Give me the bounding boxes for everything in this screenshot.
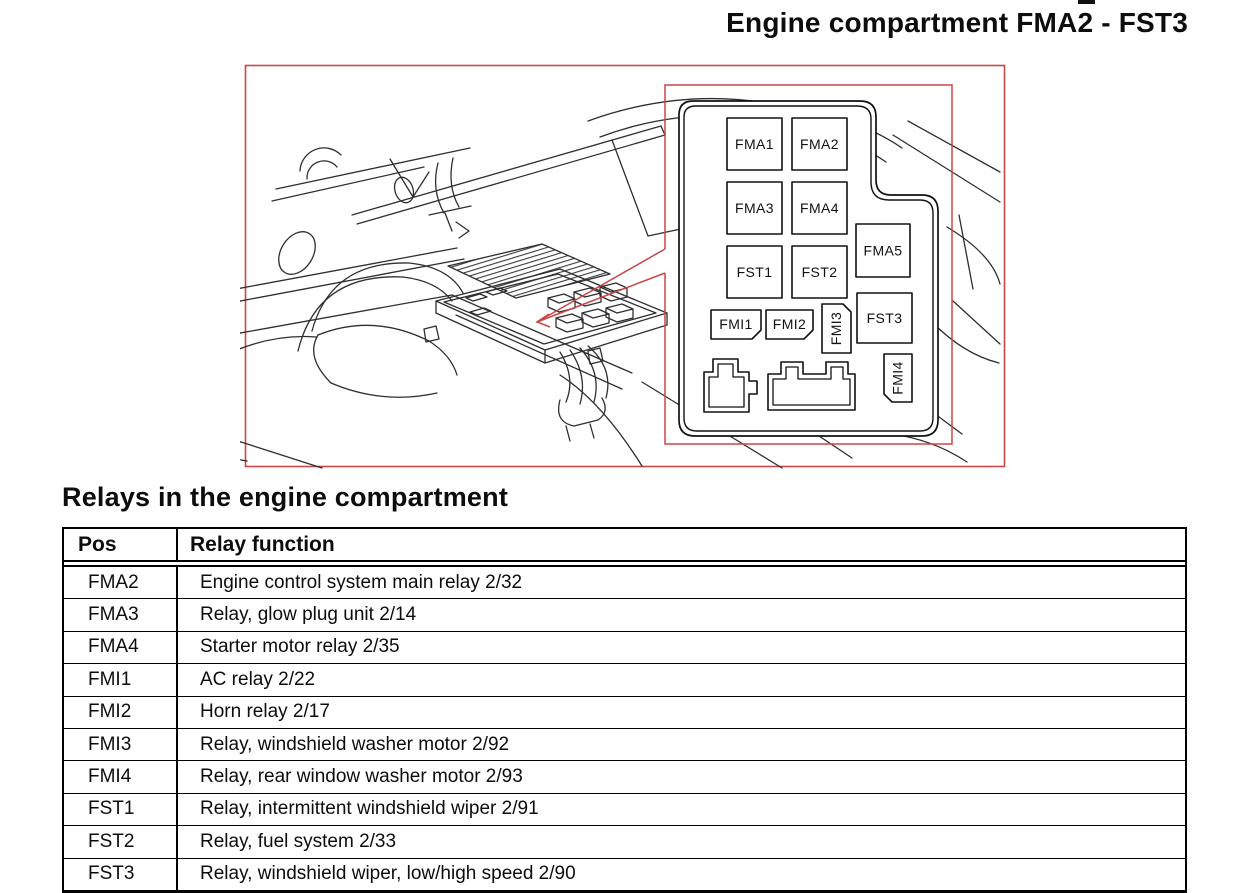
relay-box-outline-inner: [683, 105, 934, 432]
relay-label-fma4: FMA4: [800, 200, 839, 216]
relay-table: Pos Relay function FMA2 Engine control s…: [62, 527, 1187, 893]
relay-cell-fma4: [791, 181, 848, 235]
callout-line-lower: [536, 272, 666, 323]
table-header-row: Pos Relay function: [64, 529, 1185, 562]
relay-cell-fst2: [791, 245, 848, 299]
pos-cell: FST2: [64, 826, 178, 858]
table-row: FMI1 AC relay 2/22: [64, 664, 1185, 697]
table-row: FST2 Relay, fuel system 2/33: [64, 826, 1185, 859]
pos-cell: FST1: [64, 793, 178, 826]
relay-label-fst2: FST2: [802, 264, 838, 280]
function-cell: Relay, rear window washer motor 2/93: [200, 766, 523, 788]
figure-engine-compartment: FMA1 FMA2 FMA3 FMA4 FST1 FST2 FMA5 FST3 …: [123, 60, 1010, 472]
table-row: FST1 Relay, intermittent windshield wipe…: [64, 793, 1185, 827]
table-row: FMA3 Relay, glow plug unit 2/14: [64, 599, 1185, 632]
relay-label-fmi2: FMI2: [773, 316, 807, 332]
table-row: FMA4 Starter motor relay 2/35: [64, 631, 1185, 665]
cropped-text-fragment: [1078, 0, 1095, 4]
relay-label-fmi4: FMI4: [890, 361, 906, 395]
connector-middle-outer: [767, 361, 856, 411]
relay-label-fst1: FST1: [737, 264, 773, 280]
connector-middle-inner: [772, 366, 851, 406]
relay-label-fma2: FMA2: [800, 136, 839, 152]
pos-cell: FMA2: [64, 567, 178, 599]
function-cell: Relay, glow plug unit 2/14: [200, 604, 417, 626]
detail-red-border: [664, 84, 953, 445]
pos-cell: FMI2: [64, 696, 178, 728]
relay-cell-fmi2: [765, 309, 814, 340]
relay-label-fma5: FMA5: [864, 243, 903, 259]
relay-cell-fma5: [855, 223, 911, 278]
function-cell: Relay, windshield wiper, low/high speed …: [200, 863, 576, 885]
callout-tip: [535, 313, 551, 328]
table-row: FMI4 Relay, rear window washer motor 2/9…: [64, 761, 1185, 794]
relay-cell-fst3: [856, 292, 913, 344]
relay-label-fma1: FMA1: [735, 136, 774, 152]
pos-cell: FMI3: [64, 728, 178, 761]
function-cell: AC relay 2/22: [200, 668, 316, 690]
header-double-rule: [64, 562, 1185, 567]
function-cell: Horn relay 2/17: [200, 701, 330, 723]
relay-label-fmi3: FMI3: [828, 312, 844, 346]
page-title: Engine compartment FMA2 - FST3: [726, 7, 1188, 38]
relay-cell-fmi1: [710, 309, 762, 340]
function-cell: Relay, windshield washer motor 2/92: [200, 733, 510, 755]
pos-cell: FMA4: [64, 631, 178, 664]
table-row: FMA2 Engine control system main relay 2/…: [64, 567, 1185, 600]
connector-outlines: [703, 358, 856, 413]
relay-cell-fma3: [726, 181, 783, 235]
relay-label-fst3: FST3: [867, 310, 903, 326]
table-body: FMA2 Engine control system main relay 2/…: [64, 567, 1185, 890]
relay-label-fmi1: FMI1: [719, 316, 753, 332]
relay-cubes: [547, 282, 634, 333]
relay-cell-fmi4: [883, 353, 913, 403]
pos-cell: FMI1: [64, 664, 178, 696]
function-cell: Relay, intermittent windshield wiper 2/9…: [200, 798, 539, 820]
relay-box-diagram: FMA1 FMA2 FMA3 FMA4 FST1 FST2 FMA5 FST3 …: [678, 100, 939, 437]
engine-compartment-illustration: [123, 97, 1001, 469]
callout-red: [535, 84, 953, 445]
pos-cell: FST3: [64, 858, 178, 890]
pos-cell: FMA3: [64, 599, 178, 631]
connector-left-inner: [708, 363, 745, 408]
relay-cell-fst1: [726, 245, 783, 299]
col-header-pos: Pos: [64, 529, 178, 560]
relay-cell-fma1: [726, 117, 783, 171]
pos-cell: FMI4: [64, 761, 178, 793]
table-row: FMI3 Relay, windshield washer motor 2/92: [64, 728, 1185, 762]
figure-red-border: [244, 64, 1006, 468]
relay-cells: [710, 117, 913, 403]
relay-cell-fmi3: [821, 303, 852, 354]
relay-cell-fma2: [791, 117, 848, 171]
function-cell: Starter motor relay 2/35: [200, 636, 400, 658]
relay-cell-labels: FMA1 FMA2 FMA3 FMA4 FST1 FST2 FMA5 FST3 …: [719, 136, 905, 395]
figure-svg: FMA1 FMA2 FMA3 FMA4 FST1 FST2 FMA5 FST3 …: [123, 64, 1006, 469]
col-header-function: Relay function: [190, 532, 335, 556]
table-row: FMI2 Horn relay 2/17: [64, 696, 1185, 729]
section-heading: Relays in the engine compartment: [62, 482, 509, 512]
function-cell: Relay, fuel system 2/33: [200, 830, 397, 852]
table-row: FST3 Relay, windshield wiper, low/high s…: [64, 858, 1185, 890]
relay-label-fma3: FMA3: [735, 200, 774, 216]
function-cell: Engine control system main relay 2/32: [200, 571, 523, 593]
callout-line-upper: [536, 248, 666, 323]
